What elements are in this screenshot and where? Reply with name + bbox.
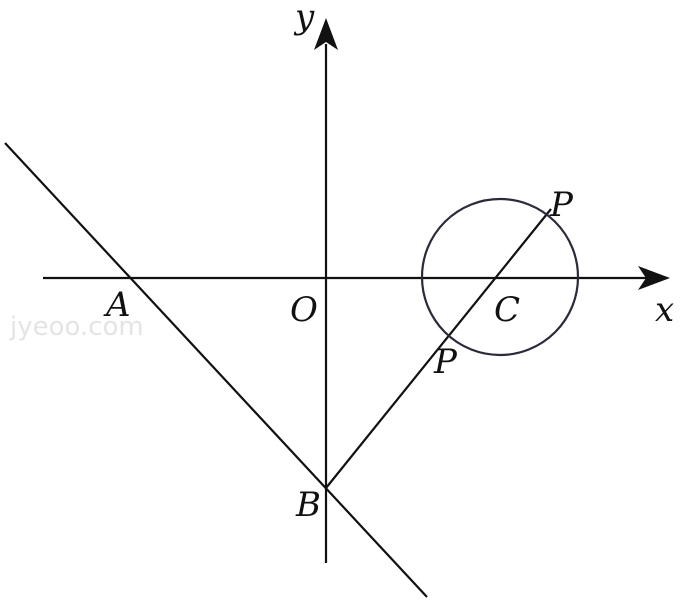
origin-label: O [290, 290, 318, 330]
point-a-label: A [103, 285, 131, 325]
watermark: jyeoo.com [9, 312, 144, 342]
point-p-upper-label: P [549, 185, 574, 225]
line-ab [4, 142, 428, 598]
y-axis-label: y [293, 0, 315, 37]
x-axis-label: x [655, 290, 674, 330]
point-b-label: B [295, 485, 321, 525]
point-c-label: C [494, 290, 520, 330]
y-axis-arrowhead [314, 18, 338, 50]
x-axis-arrowhead [638, 266, 670, 290]
circle-c [420, 197, 580, 357]
point-p-lower-label: P [433, 342, 458, 382]
line-bp [325, 208, 552, 489]
